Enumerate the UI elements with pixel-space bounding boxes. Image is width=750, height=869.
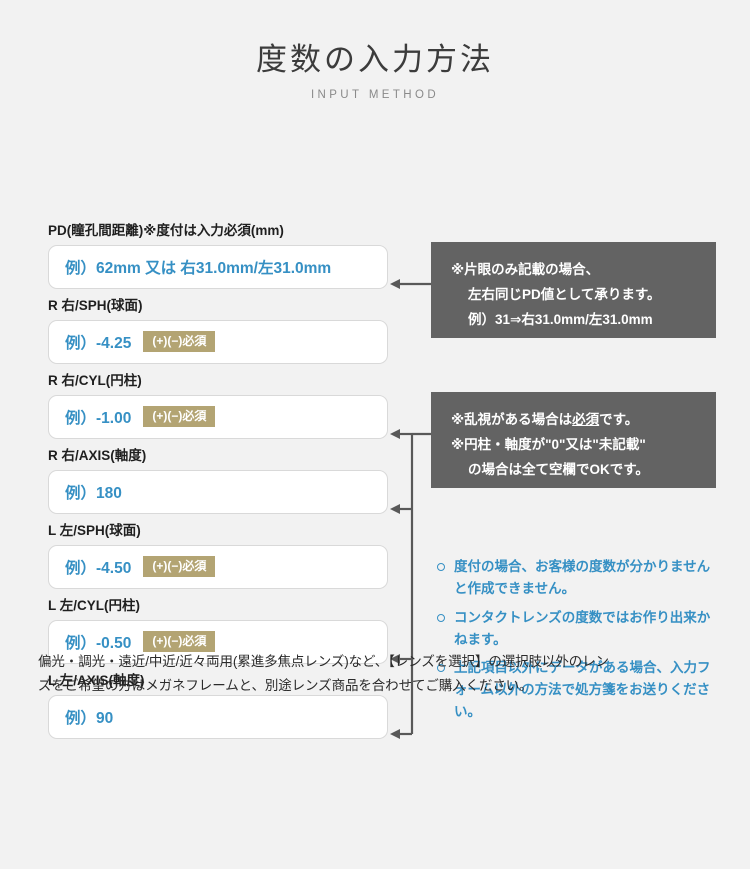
r-axis-placeholder: 例）180 [65,484,122,502]
list-item: コンタクトレンズの度数ではお作り出来かねます。 [437,607,722,651]
note-box-cyl: ※乱視がある場合は必須です。 ※円柱・軸度が"0"又は"未記載" の場合は全て空… [431,392,716,488]
note-cyl-line-2: ※円柱・軸度が"0"又は"未記載" [451,436,646,452]
note-cyl-line-1: ※乱視がある場合は必須です。 [451,408,698,433]
l-cyl-required-badge: (+)(−)必須 [143,631,216,652]
field-l-sph: L 左/SPH(球面) 例）-4.50 (+)(−)必須 [48,524,388,589]
l-axis-placeholder: 例）90 [65,709,114,727]
note-cyl-line-1-before: ※乱視がある場合は [451,412,573,427]
field-pd-label: PD(瞳孔間距離)※度付は入力必須(mm) [48,223,284,238]
page-subtitle: INPUT METHOD [310,89,440,101]
note-pd-line-1: ※片眼のみ記載の場合、 [451,262,600,277]
field-r-cyl-label: R 右/CYL(円柱) [48,373,142,388]
note-cyl-line-1-underline: 必須 [572,412,600,427]
page-header: 度数の入力方法 INPUT METHOD [0,0,750,101]
list-item: 上記項目以外にデータがある場合、入力フォーム以外の方法で処方箋をお送りください。 [437,657,722,723]
circle-bullet-icon [437,613,445,622]
r-cyl-input[interactable]: 例）-1.00 (+)(−)必須 [48,394,388,439]
circle-bullet-icon [437,563,445,571]
note-cyl-line-3: の場合は全て空欄でOKです。 [468,461,649,477]
r-sph-input[interactable]: 例）-4.25 (+)(−)必須 [48,319,388,364]
list-item: 度付の場合、お客様の度数が分かりませんと作成できません。 [437,556,722,600]
r-cyl-placeholder: 例）-1.00 [65,409,132,427]
l-sph-placeholder: 例）-4.50 [65,559,132,577]
field-l-sph-label: L 左/SPH(球面) [48,523,141,538]
pd-input[interactable]: 例）62mm 又は 右31.0mm/左31.0mm [48,244,388,289]
note-box-pd: ※片眼のみ記載の場合、 左右同じPD値として承ります。 例）31⇒右31.0mm… [431,242,716,338]
field-r-cyl: R 右/CYL(円柱) 例）-1.00 (+)(−)必須 [48,374,388,439]
r-sph-placeholder: 例）-4.25 [65,334,132,352]
circle-bullet-icon [437,664,445,673]
page-title: 度数の入力方法 [256,42,494,77]
r-cyl-required-badge: (+)(−)必須 [143,406,216,427]
note-pd-line-3: 例）31⇒右31.0mm/左31.0mm [468,311,653,327]
field-l-cyl-label: L 左/CYL(円柱) [48,598,140,613]
footer-line-2: ズをご希望の方はメガネフレームと、別途レンズ商品を合わせてご購入ください。 [38,678,533,694]
r-sph-required-badge: (+)(−)必須 [143,331,216,352]
l-sph-input[interactable]: 例）-4.50 (+)(−)必須 [48,544,388,589]
note-pd-line-2: 左右同じPD値として承ります。 [468,286,661,302]
field-l-axis: L 左/AXIS(軸度) 例）90 [48,674,388,739]
l-sph-required-badge: (+)(−)必須 [143,556,216,577]
footer-line-1: 偏光・調光・遠近/中近/近々両用(累進多焦点レンズ)など、【レンズを選択】の選択… [38,654,609,669]
r-axis-input[interactable]: 例）180 [48,469,388,514]
field-r-sph-label: R 右/SPH(球面) [48,298,143,313]
bullet-text: 上記項目以外にデータがある場合、入力フォーム以外の方法で処方箋をお送りください。 [454,660,711,720]
bullet-text: 度付の場合、お客様の度数が分かりませんと作成できません。 [454,559,711,596]
pd-placeholder: 例）62mm 又は 右31.0mm/左31.0mm [65,259,332,277]
field-r-axis: R 右/AXIS(軸度) 例）180 [48,449,388,514]
field-l-cyl: L 左/CYL(円柱) 例）-0.50 (+)(−)必須 [48,599,388,664]
l-cyl-placeholder: 例）-0.50 [65,634,132,652]
note-cyl-line-1-after: です。 [599,412,639,427]
field-r-axis-label: R 右/AXIS(軸度) [48,448,147,463]
field-r-sph: R 右/SPH(球面) 例）-4.25 (+)(−)必須 [48,299,388,364]
footer-note: 偏光・調光・遠近/中近/近々両用(累進多焦点レンズ)など、【レンズを選択】の選択… [38,650,716,698]
bullet-text: コンタクトレンズの度数ではお作り出来かねます。 [454,609,711,647]
notice-bullet-list: 度付の場合、お客様の度数が分かりませんと作成できません。 コンタクトレンズの度数… [437,556,722,730]
field-l-axis-label: L 左/AXIS(軸度) [48,673,145,688]
l-cyl-input[interactable]: 例）-0.50 (+)(−)必須 [48,619,388,664]
field-pd: PD(瞳孔間距離)※度付は入力必須(mm) 例）62mm 又は 右31.0mm/… [48,224,388,289]
l-axis-input[interactable]: 例）90 [48,694,388,739]
